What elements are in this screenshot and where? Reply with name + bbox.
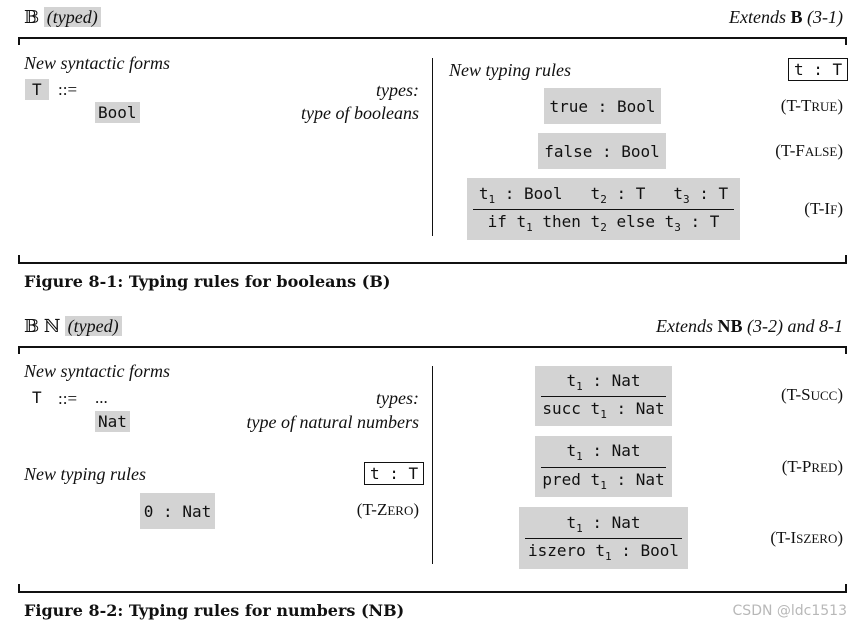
rule-t-iszero-name-a: (T-I [770, 528, 797, 547]
fig1-bottom-left-tick [18, 255, 20, 263]
fig1-bottom-right-tick [845, 255, 847, 263]
rule-t-true-name-a: (T-T [780, 96, 812, 115]
rule-t-pred-name-b: RED [811, 460, 838, 475]
rule-t-if-name-b: F [830, 202, 838, 217]
rule-t-iszero-premise: t1 : Nat [566, 512, 641, 535]
rule-t-pred: t1 : Nat pred t1 : Nat [535, 436, 672, 497]
rule-t-succ: t1 : Nat succ t1 : Nat [535, 366, 672, 426]
rule-t-pred-premise: t1 : Nat [566, 441, 641, 464]
rule-t-true-name: (T-TRUE) [780, 96, 843, 115]
rule-t-false-name-a: (T-F [775, 141, 805, 160]
fig1-system-symbols: 𝔹 [24, 7, 40, 27]
rule-t-iszero-name: (T-ISZERO) [770, 528, 843, 547]
rule-t-false-name-b: ALSE [804, 144, 838, 159]
rule-t-if-conclusion: if t1 then t2 else t3 : T [487, 212, 720, 235]
fig2-syn-form: Nat [95, 411, 130, 432]
fig2-rules-heading: New typing rules [24, 464, 146, 484]
rule-t-zero-name-b: ERO [387, 503, 414, 518]
fig1-top-border [18, 37, 847, 39]
rule-t-zero-conclusion: 0 : Nat [143, 501, 212, 521]
rule-t-succ-name: (T-SUCC) [780, 385, 843, 404]
fig2-syn-lhs: T [32, 388, 42, 407]
fig1-header: 𝔹 (typed) [24, 7, 101, 28]
rule-t-iszero-name-b: SZERO [796, 531, 838, 546]
fig2-syn-dots: ... [95, 388, 108, 407]
fig2-syn-op: ::= [58, 389, 78, 408]
fig1-syn-form-desc: type of booleans [301, 103, 419, 123]
rule-t-if-name: (T-IF) [804, 199, 843, 218]
rule-t-if-bar [473, 209, 734, 210]
rule-t-succ-premise: t1 : Nat [566, 370, 641, 393]
rule-t-zero-name: (T-ZERO) [356, 500, 419, 519]
rule-t-iszero-conclusion: iszero t1 : Bool [527, 541, 680, 564]
rule-t-iszero-bar [525, 538, 682, 539]
fig2-syn-kind: types: [376, 388, 419, 408]
rule-t-succ-name-a: (T-S [780, 385, 811, 404]
rule-t-true-conclusion: true : Bool [549, 96, 656, 116]
fig2-system-symbols: 𝔹 ℕ [24, 316, 61, 336]
fig1-extends: Extends B (3-1) [729, 7, 843, 28]
watermark: CSDN @ldc1513 [732, 603, 847, 619]
fig1-extends-ref: (3-1) [807, 7, 843, 27]
rule-t-iszero: t1 : Nat iszero t1 : Bool [519, 507, 688, 569]
fig1-extends-prefix: Extends [729, 7, 786, 27]
fig2-extends-name: NB [717, 316, 743, 336]
fig2-header: 𝔹 ℕ (typed) [24, 316, 122, 337]
rule-t-if-name-a: (T-I [804, 199, 831, 218]
rule-t-true: true : Bool [544, 88, 661, 124]
fig2-top-left-tick [18, 346, 20, 354]
fig1-syntax-heading: New syntactic forms [24, 53, 170, 73]
fig1-syn-lhs: T [25, 79, 49, 100]
fig1-judgment-box: t : T [788, 58, 849, 81]
fig2-caption: Figure 8-2: Typing rules for numbers (NB… [24, 601, 405, 620]
rule-t-zero: 0 : Nat [140, 493, 215, 529]
rule-t-pred-bar [541, 466, 666, 468]
rule-t-succ-conclusion: succ t1 : Nat [542, 399, 665, 422]
fig2-judgment-box: t : T [364, 462, 425, 485]
fig1-syn-op: ::= [58, 80, 78, 99]
rule-t-succ-bar [541, 396, 666, 397]
fig1-extends-name: B [790, 7, 803, 27]
fig2-syntax-heading: New syntactic forms [24, 361, 170, 381]
rule-t-succ-name-b: UCC [810, 388, 838, 403]
fig2-divider [432, 366, 433, 564]
rule-t-true-name-b: RUE [811, 99, 838, 114]
fig1-top-left-tick [18, 37, 20, 45]
fig2-extends: Extends NB (3-2) and 8-1 [656, 316, 843, 337]
rule-t-pred-conclusion: pred t1 : Nat [542, 469, 665, 492]
fig2-bottom-left-tick [18, 584, 20, 592]
fig1-syn-kind: types: [376, 80, 419, 100]
rule-t-false-conclusion: false : Bool [544, 141, 660, 161]
fig1-syn-form: Bool [95, 102, 140, 123]
fig1-bottom-border [18, 262, 847, 264]
fig2-syn-form-desc: type of natural numbers [246, 412, 420, 432]
fig1-system-tag: (typed) [43, 7, 101, 27]
fig1-top-right-tick [845, 37, 847, 45]
fig2-system-tag: (typed) [64, 316, 122, 336]
rule-t-false: false : Bool [538, 133, 666, 169]
fig1-caption: Figure 8-1: Typing rules for booleans (B… [24, 272, 391, 291]
rule-t-zero-name-a: (T-Z [356, 500, 388, 519]
fig2-extends-ref: (3-2) and 8-1 [747, 316, 843, 336]
fig2-bottom-right-tick [845, 584, 847, 592]
rule-t-pred-name-a: (T-P [781, 457, 812, 476]
rule-t-pred-name: (T-PRED) [781, 457, 843, 476]
fig2-extends-prefix: Extends [656, 316, 713, 336]
fig1-divider [432, 58, 433, 236]
fig2-top-right-tick [845, 346, 847, 354]
fig2-bottom-border [18, 591, 847, 593]
rule-t-false-name: (T-FALSE) [775, 141, 843, 160]
fig2-top-border [18, 346, 847, 348]
fig1-rules-heading: New typing rules [449, 60, 571, 80]
